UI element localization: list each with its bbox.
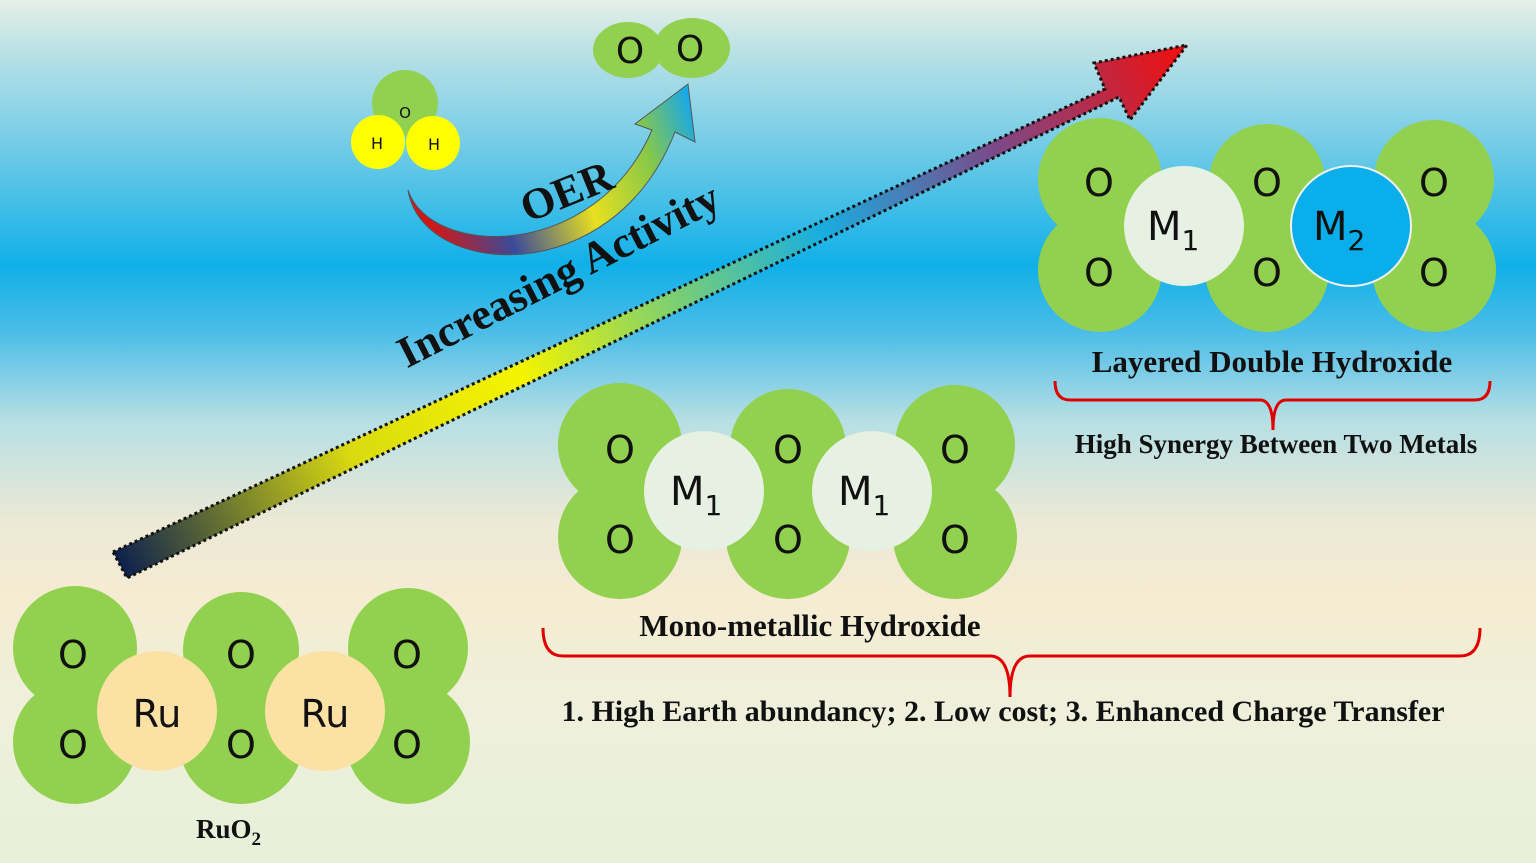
ldh-m1-atom [1124, 166, 1244, 286]
ldh-structure: M1 M2 O O O O O O [1038, 118, 1496, 332]
hydrogen-atom-2 [406, 116, 460, 170]
ldh-oxygen-label: O [1419, 161, 1449, 205]
mono-metallic-structure: M1 M1 O O O O O O [558, 383, 1017, 599]
water-oxygen-label: O [399, 104, 411, 122]
ldh-oxygen-label: O [1084, 161, 1114, 205]
oer-curved-arrow [407, 83, 696, 256]
water-molecule: O H H [351, 70, 460, 170]
mono-m1-label-1: M1 [670, 469, 722, 522]
ru-atom-1 [97, 651, 217, 771]
ruo2-oxygen-label: O [226, 633, 256, 677]
ldh-benefit: High Synergy Between Two Metals [1075, 429, 1477, 459]
mono-m1-label-2: M1 [838, 469, 890, 522]
hydrogen-label-1: H [371, 134, 383, 153]
mono-oxygen-cluster [558, 383, 1017, 599]
ldh-oxygen-label: O [1419, 251, 1449, 295]
o2-atom-2 [654, 18, 730, 78]
oxygen-molecule: O O [593, 18, 730, 78]
ldh-oxygen-label: O [1084, 251, 1114, 295]
increasing-activity-arrow [110, 42, 1191, 580]
o2-label-1: O [616, 31, 644, 72]
mono-m1-atom-1 [644, 431, 764, 551]
ldh-oxygen-label: O [1252, 251, 1282, 295]
ruo2-oxygen-label: O [58, 633, 88, 677]
ruo2-oxygen-cluster [13, 586, 470, 804]
o2-label-2: O [676, 29, 704, 70]
ruo2-structure: Ru Ru O O O O O O [13, 586, 470, 804]
ldh-m2-atom [1290, 165, 1412, 287]
mono-caption: Mono-metallic Hydroxide [639, 608, 980, 643]
mono-oxygen-label: O [605, 428, 635, 472]
hydrogen-atom-1 [351, 115, 405, 169]
ruo2-oxygen-label: O [58, 723, 88, 767]
mono-oxygen-label: O [773, 428, 803, 472]
ruo2-oxygen-label: O [392, 723, 422, 767]
ldh-brace [1053, 380, 1492, 431]
o2-atom-1 [593, 22, 663, 78]
mono-benefits: 1. High Earth abundancy; 2. Low cost; 3.… [561, 695, 1444, 728]
ldh-m2-label: M2 [1313, 204, 1365, 257]
ldh-oxygen-label: O [1252, 161, 1282, 205]
mono-oxygen-label: O [605, 518, 635, 562]
mono-m1-atom-2 [812, 431, 932, 551]
ru-label-1: Ru [133, 692, 182, 736]
mono-oxygen-label: O [773, 518, 803, 562]
ru-label-2: Ru [301, 692, 350, 736]
ruo2-caption: RuO2 [196, 814, 261, 850]
mono-oxygen-label: O [940, 428, 970, 472]
ldh-caption: Layered Double Hydroxide [1092, 344, 1453, 379]
mono-brace [541, 627, 1482, 698]
ruo2-oxygen-label: O [226, 723, 256, 767]
ldh-oxygen-cluster [1038, 118, 1496, 332]
ru-atom-2 [265, 651, 385, 771]
ruo2-oxygen-label: O [392, 633, 422, 677]
hydrogen-label-2: H [428, 135, 440, 154]
mono-oxygen-label: O [940, 518, 970, 562]
ldh-m1-label: M1 [1147, 204, 1199, 257]
